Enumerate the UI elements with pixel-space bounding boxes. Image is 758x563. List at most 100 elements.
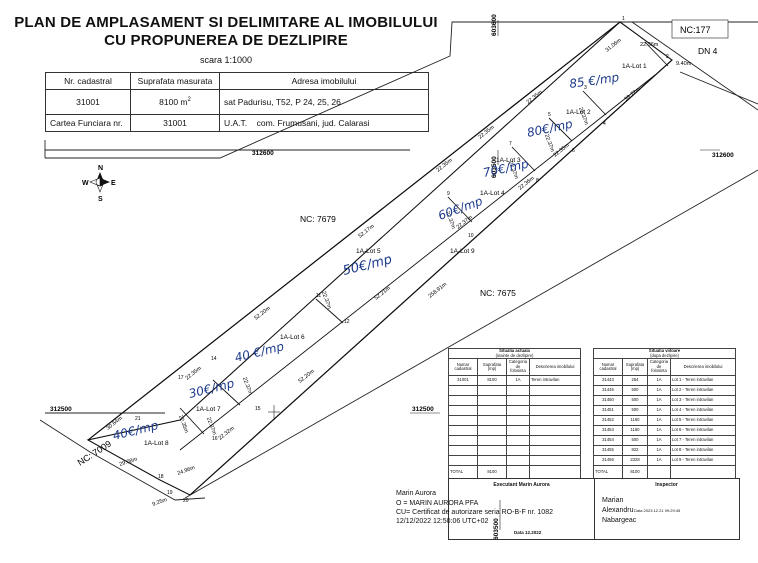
- dim-23: 22.37m: [205, 417, 217, 437]
- dim-5: 39.72m: [624, 86, 642, 102]
- dim-29: 9.25m: [152, 497, 169, 508]
- grid-label-y2: 603600: [491, 14, 498, 36]
- final-desc: Lot 8 - Teren intravilan: [670, 445, 736, 457]
- actual-cad: 31001: [448, 375, 478, 387]
- final-cad: 31452: [593, 415, 623, 427]
- dim-28: 29.08m: [119, 456, 139, 468]
- dim-26: 22.32m: [218, 425, 236, 441]
- total-final: 8100: [622, 465, 648, 480]
- final-cad: 31443: [593, 375, 623, 387]
- final-cat: 1A: [647, 435, 671, 447]
- final-area: 1160: [622, 425, 648, 437]
- final-desc: Lot 4 - Teren intravilan: [670, 405, 736, 417]
- actual-cat: 1A: [506, 375, 530, 387]
- point-3: 3: [584, 85, 587, 91]
- final-area: 1160: [622, 415, 648, 427]
- final-cad: 31445: [593, 385, 623, 397]
- sig-line-1: Marin Aurora: [396, 490, 437, 497]
- final-area: 254: [622, 375, 648, 387]
- lot-9-label: 1A-Lot 9: [450, 248, 475, 255]
- point-14: 14: [211, 356, 217, 362]
- signature-box: Executant Marin Aurora Inspector Data 12…: [448, 478, 740, 540]
- point-4: 4: [603, 121, 606, 127]
- price-lot-5: 50€/mp: [341, 252, 393, 279]
- actual-h-cad: Numar cadastral: [448, 358, 478, 377]
- grid-label-y1: 603500: [491, 156, 498, 178]
- point-1: 1: [622, 16, 625, 22]
- final-cad: 31456: [593, 455, 623, 467]
- price-lot-6: 40 €/mp: [233, 339, 285, 365]
- neighbor-nc7675: NC: 7675: [480, 288, 516, 298]
- inspector-date: Data 2023.12.21 09:29:45: [634, 508, 681, 513]
- final-desc: Lot 3 - Teren intravilan: [670, 395, 736, 407]
- executant-date: Data 12.2022: [514, 530, 542, 535]
- final-cat: 1A: [647, 395, 671, 407]
- final-desc: Lot 9 - Teren intravilan: [670, 455, 736, 467]
- total-label-actual: TOTAL: [448, 465, 478, 480]
- inspector-name-1: Marian: [602, 497, 624, 504]
- lot-4-label: 1A-Lot 4: [480, 190, 505, 197]
- point-16: 16: [212, 436, 218, 442]
- price-lot-1: 85 €/mp: [568, 70, 620, 91]
- point-5: 5: [548, 112, 551, 118]
- lot-6-label: 1A-Lot 6: [280, 334, 305, 341]
- dim-22: 22.37m: [241, 377, 253, 397]
- lot-5-label: 1A-Lot 5: [356, 248, 381, 255]
- neighbor-dn4: DN 4: [698, 46, 718, 56]
- compass-s: S: [98, 196, 103, 203]
- final-cat: 1A: [647, 445, 671, 457]
- document-subtitle: CU PROPUNEREA DE DEZLIPIRE: [104, 32, 348, 49]
- dim-3: 9.40m: [676, 61, 692, 67]
- final-h-cat: Categoria de folosinta: [647, 358, 671, 377]
- point-17: 17: [178, 375, 184, 381]
- grid-label-y1-bottom: 603500: [493, 518, 500, 540]
- final-cad: 31455: [593, 445, 623, 457]
- cad-value: 31001: [45, 89, 131, 115]
- final-cat: 1A: [647, 415, 671, 427]
- actual-h-area: Suprafata (mp): [477, 358, 507, 377]
- compass-rose-icon: N S E W: [82, 165, 116, 203]
- actual-title: Situatia actuala(inainte de dezlipire): [448, 347, 581, 360]
- dim-27: 24.96m: [177, 465, 197, 477]
- point-15: 15: [255, 406, 261, 412]
- point-12: 12: [344, 319, 350, 325]
- point-8: 8: [536, 178, 539, 184]
- property-info-table: Nr. cadastral Suprafata masurata Adresa …: [45, 72, 429, 132]
- dim-2: 31.06m: [605, 37, 623, 53]
- point-10: 10: [468, 233, 474, 239]
- price-lot-7: 30€/mp: [187, 376, 236, 401]
- lot-3-label: 1A-Lot 3: [496, 157, 521, 164]
- compass-e: E: [111, 180, 116, 187]
- final-cat: 1A: [647, 425, 671, 437]
- actual-area: 8100: [477, 375, 507, 387]
- lot-8-label: 1A-Lot 8: [144, 440, 169, 447]
- dim-16: 52.21m: [374, 285, 392, 301]
- compass-w: W: [82, 180, 89, 187]
- lot-2-label: 1A-Lot 2: [566, 109, 591, 116]
- point-9: 9: [447, 191, 450, 197]
- final-area: 822: [622, 445, 648, 457]
- sig-line-2: O = MARIN AURORA PFA: [396, 500, 479, 507]
- point-21: 21: [135, 416, 141, 422]
- final-cad: 31454: [593, 435, 623, 447]
- final-area: 500: [622, 395, 648, 407]
- lot-1-label: 1A-Lot 1: [622, 63, 647, 70]
- dim-20: 52.20m: [298, 368, 316, 384]
- dim-1: 22.36m: [640, 42, 659, 48]
- neighbor-nc7679: NC: 7679: [300, 214, 336, 224]
- final-desc: Lot 7 - Teren intravilan: [670, 435, 736, 447]
- point-18: 18: [158, 474, 164, 480]
- final-cat: 1A: [647, 405, 671, 417]
- lot-7-label: 1A-Lot 7: [196, 406, 221, 413]
- point-20: 20: [183, 498, 189, 504]
- cf-value: 31001: [130, 114, 220, 132]
- situation-table: Situatia actuala(inainte de dezlipire) S…: [448, 347, 736, 480]
